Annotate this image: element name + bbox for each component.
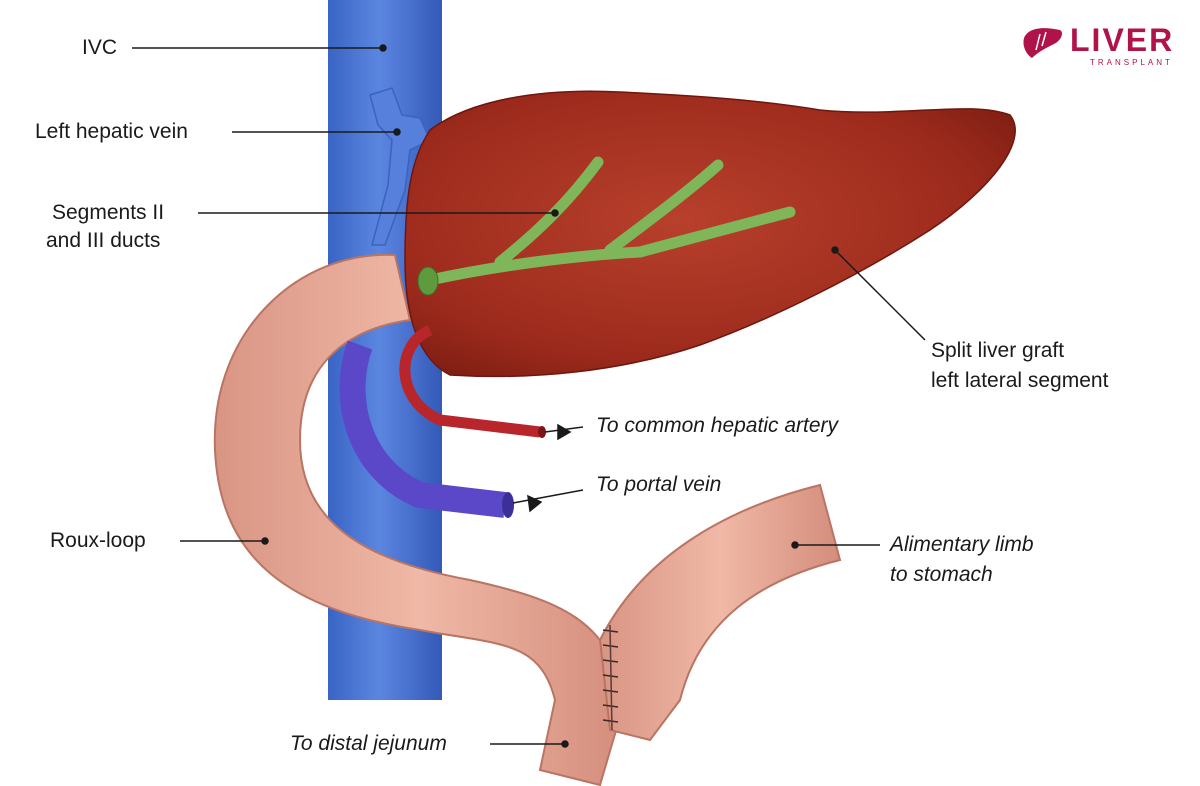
duct-opening xyxy=(417,266,439,296)
logo-subtitle: TRANSPLANT xyxy=(1090,58,1173,67)
roux-pointer-dot xyxy=(261,537,269,545)
label-portal-vein: To portal vein xyxy=(596,473,722,496)
label-alimentary-line2: to stomach xyxy=(890,563,993,586)
alimentary-limb xyxy=(598,483,842,742)
roux-loop xyxy=(213,253,627,786)
label-segments-line2: and III ducts xyxy=(46,229,161,252)
label-roux-loop: Roux-loop xyxy=(50,529,146,552)
liver-logo-icon xyxy=(1023,28,1062,58)
artery-opening xyxy=(538,426,546,438)
label-split-line2: left lateral segment xyxy=(931,369,1109,392)
portal-arrowhead xyxy=(527,494,543,513)
lhv-pointer-dot xyxy=(393,128,401,136)
logo-word: LIVER xyxy=(1070,22,1175,58)
label-alimentary-line1: Alimentary limb xyxy=(890,533,1034,556)
artery-arrowhead xyxy=(557,423,572,441)
label-distal-jejunum: To distal jejunum xyxy=(290,732,447,755)
anastomosis-line xyxy=(609,624,613,731)
split-pointer-dot xyxy=(831,246,839,254)
portal-vein-graft xyxy=(339,340,507,518)
jejunum-pointer-dot xyxy=(561,740,569,748)
label-left-hepatic-vein: Left hepatic vein xyxy=(35,120,188,143)
hepatic-artery-graft xyxy=(399,324,541,438)
split-graft-pointer xyxy=(834,249,926,341)
liver-transplant-logo: LIVER TRANSPLANT xyxy=(1020,20,1180,70)
alimentary-pointer-dot xyxy=(791,541,799,549)
label-hepatic-artery: To common hepatic artery xyxy=(596,414,839,437)
left-hepatic-vein xyxy=(369,87,431,246)
segments-pointer-dot xyxy=(551,209,559,217)
ivc-pointer-dot xyxy=(379,44,387,52)
portal-pointer xyxy=(512,489,584,504)
label-ivc: IVC xyxy=(82,36,118,59)
portal-vein-opening xyxy=(502,492,514,518)
label-split-line1: Split liver graft xyxy=(931,339,1065,362)
label-segments-line1: Segments II xyxy=(52,201,165,224)
